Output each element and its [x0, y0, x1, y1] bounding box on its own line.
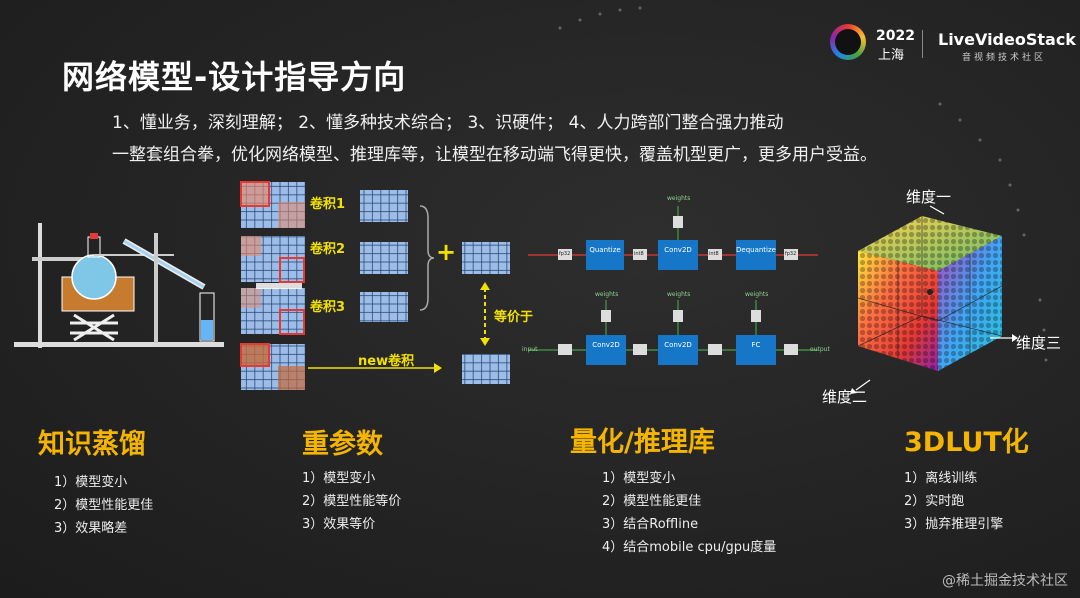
quantize-node: Quantize [589, 246, 621, 254]
kernel-grid-3 [241, 283, 305, 335]
distillation-apparatus-illustration [14, 223, 224, 348]
input-label: input [522, 346, 538, 353]
weights-label-3: weights [745, 291, 769, 298]
weights-label-2: weights [667, 291, 691, 298]
list-item: 3）抛弃推理引擎 [904, 517, 1004, 532]
fp32-label-out: fp32 [785, 251, 797, 257]
header-divider [922, 30, 923, 58]
list-item: 2）模型性能更佳 [54, 498, 154, 513]
section-reparameterization: 重参数 1）模型变小 2）模型性能等价 3）效果等价 [302, 422, 401, 536]
reparameterization-diagram [240, 181, 510, 390]
section-title: 3DLUT化 [904, 427, 1029, 458]
label-conv2: 卷积2 [310, 242, 346, 257]
intro-line-1: 1、懂业务，深刻理解； 2、懂多种技术综合； 3、识硬件； 4、人力跨部门整合强… [112, 113, 784, 133]
weights-label-top: weights [667, 195, 691, 202]
conference-year: 2022 [876, 28, 915, 44]
list-item: 3）效果略差 [54, 521, 128, 536]
watermark: @稀土掘金技术社区 [942, 573, 1068, 589]
plus-sign: + [436, 238, 457, 266]
dimension-3-label: 维度三 [1016, 334, 1062, 352]
conv2d-node-1: Conv2D [592, 341, 620, 349]
list-item: 3）结合Roffline [602, 517, 699, 532]
list-item: 1）模型变小 [602, 471, 676, 486]
section-quantization: 量化/推理库 1）模型变小 2）模型性能更佳 3）结合Roffline 4）结合… [570, 420, 776, 559]
conference-location: 上海 [878, 48, 905, 63]
list-item: 2）模型性能等价 [302, 494, 402, 509]
weights-label-1: weights [595, 291, 619, 298]
section-title: 重参数 [302, 429, 383, 460]
dequantize-node: Dequantize [736, 246, 776, 254]
list-item: 3）效果等价 [302, 517, 376, 532]
intro-line-2: 一整套组合拳，优化网络模型、推理库等，让模型在移动端飞得更快，覆盖机型更广，更多… [112, 145, 877, 165]
label-new-conv: new卷积 [358, 354, 415, 369]
section-3dlut: 3DLUT化 1）离线训练 2）实时跑 3）抛弃推理引擎 [904, 420, 1029, 536]
list-item: 1）模型变小 [302, 471, 376, 486]
page-title: 网络模型-设计指导方向 [62, 58, 407, 96]
kernel-grid-1 [240, 181, 305, 228]
quantization-diagram [528, 206, 818, 365]
lut-cube-illustration [857, 216, 1003, 371]
conference-logo [830, 24, 866, 60]
section-title: 量化/推理库 [570, 427, 715, 458]
label-conv1: 卷积1 [310, 197, 346, 212]
brand-logo: LiveVideoStack [938, 30, 1076, 49]
fp32-label-in: fp32 [559, 251, 571, 257]
brand-subtitle: 音视频技术社区 [962, 53, 1047, 63]
list-item: 2）模型性能更佳 [602, 494, 702, 509]
list-item: 1）模型变小 [54, 475, 128, 490]
int8-label-1: int8 [634, 251, 644, 257]
section-distillation: 知识蒸馏 1）模型变小 2）模型性能更佳 3）效果略差 [38, 422, 153, 540]
conv2d-node-top: Conv2D [664, 246, 692, 254]
kernel-grid-new [240, 343, 305, 390]
kernel-grid-2 [241, 236, 305, 283]
label-conv3: 卷积3 [310, 300, 346, 315]
output-label: output [810, 346, 830, 353]
conv2d-node-2: Conv2D [664, 341, 692, 349]
dimension-1-label: 维度一 [906, 188, 952, 206]
dimension-arrows [850, 205, 1018, 394]
list-item: 2）实时跑 [904, 494, 965, 509]
list-item: 1）离线训练 [904, 471, 978, 486]
int8-label-2: int8 [709, 251, 719, 257]
label-equivalent: 等价于 [494, 310, 534, 325]
section-title: 知识蒸馏 [38, 429, 146, 460]
fc-node: FC [751, 341, 761, 349]
list-item: 4）结合mobile cpu/gpu度量 [602, 540, 777, 555]
